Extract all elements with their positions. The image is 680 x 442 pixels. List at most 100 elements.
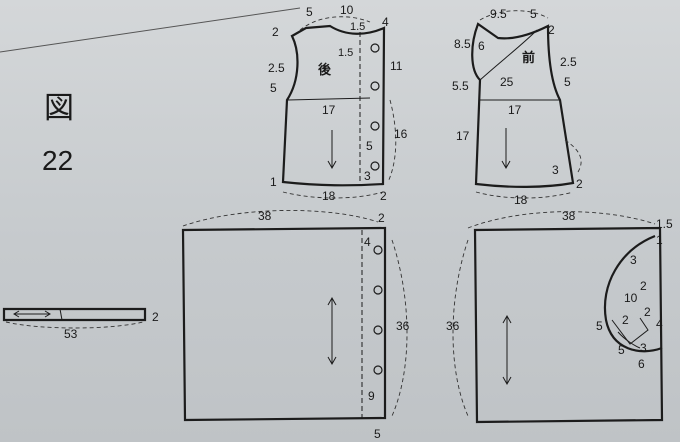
back-skirt-pattern: 38 2 4 36 9 5 [181,209,410,441]
back-skirt-label-overlap: 4 [364,235,371,249]
back-bodice-chest-line [287,97,371,101]
front-bodice-pattern: 前 9.5 5 8.5 6 2 2.5 5 25 5.5 17 17 3 2 1… [452,7,583,207]
back-label-hem: 18 [322,189,336,203]
back-skirt-button-3 [373,325,383,335]
back-bodice-outline [281,24,386,187]
back-label-hem-below: 2 [380,189,387,203]
front-label-shoulder: 2.5 [560,55,577,69]
front-label-side: 17 [456,129,470,143]
back-label-neck-depth: 1.5 [338,47,353,59]
back-label-side: 16 [394,127,408,141]
back-skirt-button-1 [373,245,383,255]
front-label-neck-width: 9.5 [490,7,507,21]
background-guide-line [0,7,301,53]
front-skirt-label-pocket-f: 6 [638,357,645,371]
back-skirt-grain-arrow-top [327,296,337,306]
front-bodice-hem-dim [475,191,574,199]
back-skirt-grain-arrow-bottom [327,356,337,366]
back-bodice-title: 後 [318,62,332,78]
belt-pattern: 53 2 [2,307,159,341]
back-button-2 [370,81,380,91]
back-label-armhole: 11 [390,59,403,73]
front-label-arm-top: 5 [564,75,571,89]
back-button-3 [370,121,380,131]
front-skirt-label-pocket-a: 2 [640,279,647,293]
back-skirt-width-dim [182,210,379,227]
front-label-chest: 17 [508,103,522,117]
front-label-arm-mid: 25 [500,75,514,89]
back-label-neck-left: 5 [306,5,313,19]
back-skirt-label-top-offset: 2 [378,211,385,225]
back-label-shoulder: 2.5 [268,61,285,75]
belt-split-mark [59,308,63,321]
back-bodice-pattern: 後 10 5 2 1.5 1.5 4 2.5 5 11 17 16 5 1 3 … [268,3,408,203]
back-label-shoulder-drop: 2 [272,25,279,39]
front-skirt-label-pocket-top: 3 [630,253,637,267]
front-skirt-label-pocket-c: 2 [622,313,629,327]
belt-grain-arrow-right [44,310,51,318]
front-skirt-pocket-line [617,331,641,349]
back-label-hem-left: 1 [270,175,277,189]
front-skirt-label-top-right2: 1 [656,233,663,247]
front-label-hem-right: 3 [552,163,559,177]
front-skirt-pattern: 38 1.5 1 36 3 10 2 2 5 2 4 5 3 6 [446,209,673,424]
back-label-overlap: 4 [382,15,389,29]
back-skirt-length-dim [391,239,408,417]
front-bodice-neck-dim [479,10,549,21]
belt-label-width: 2 [152,310,159,324]
back-bodice-hem-dim [282,191,384,199]
figure-label-number: 22 [42,145,73,176]
front-label-neck-depth: 8.5 [454,37,471,51]
back-label-neck-width: 10 [340,3,354,17]
back-bodice-grain-arrow [327,160,337,170]
front-skirt-outline [473,226,664,424]
front-bodice-grain-arrow [501,160,511,170]
back-label-arm-top: 5 [270,81,277,95]
front-label-hem: 18 [514,193,528,207]
front-skirt-pocket-detail [611,317,649,345]
back-bodice-neck-dim [299,16,371,31]
front-label-shoulder-drop: 2 [548,23,555,37]
front-label-neck-inner: 6 [478,39,485,53]
front-bodice-title: 前 [522,50,535,66]
back-label-hem-right: 3 [364,169,371,183]
belt-outline [2,307,147,322]
front-bodice-side-dim [564,139,582,173]
front-skirt-label-length: 36 [446,319,460,333]
front-skirt-width-dim [467,211,656,229]
back-label-chest: 17 [322,103,336,117]
front-skirt-label-top-right: 1.5 [656,217,673,231]
front-label-arm-left: 5.5 [452,79,469,93]
front-skirt-label-pocket-b: 2 [644,305,651,319]
back-label-button-gap: 5 [366,139,373,153]
front-skirt-pocket-curve [603,234,663,353]
front-label-neck-right: 5 [530,7,537,21]
front-skirt-grain-arrow-top [502,314,512,324]
back-button-4 [370,161,380,171]
front-skirt-label-pocket-left: 5 [596,319,603,333]
front-skirt-grain-arrow-bottom [502,376,512,386]
back-skirt-button-2 [373,285,383,295]
front-skirt-length-dim [452,239,469,417]
back-skirt-label-length: 36 [396,319,410,333]
back-skirt-button-4 [373,365,383,375]
back-skirt-label-bottom-button: 9 [368,389,375,403]
back-skirt-label-bottom: 5 [374,427,381,441]
front-bodice-outline [471,22,575,188]
back-skirt-label-width: 38 [258,209,272,223]
belt-label-length: 53 [64,327,78,341]
figure-label-char: 図 [44,91,74,126]
front-bodice-neckline [479,29,538,81]
back-bodice-side-dim [387,99,397,183]
front-skirt-label-pocket-d: 5 [618,343,625,357]
front-skirt-label-pocket-w: 10 [624,291,638,305]
back-label-neck-front: 1.5 [350,21,365,33]
front-skirt-label-pocket-right: 4 [656,317,663,331]
back-button-1 [370,43,380,53]
front-skirt-label-pocket-e: 3 [640,341,647,355]
back-skirt-outline [181,226,387,422]
belt-grain-arrow-left [13,310,20,318]
front-skirt-label-width: 38 [562,209,576,223]
